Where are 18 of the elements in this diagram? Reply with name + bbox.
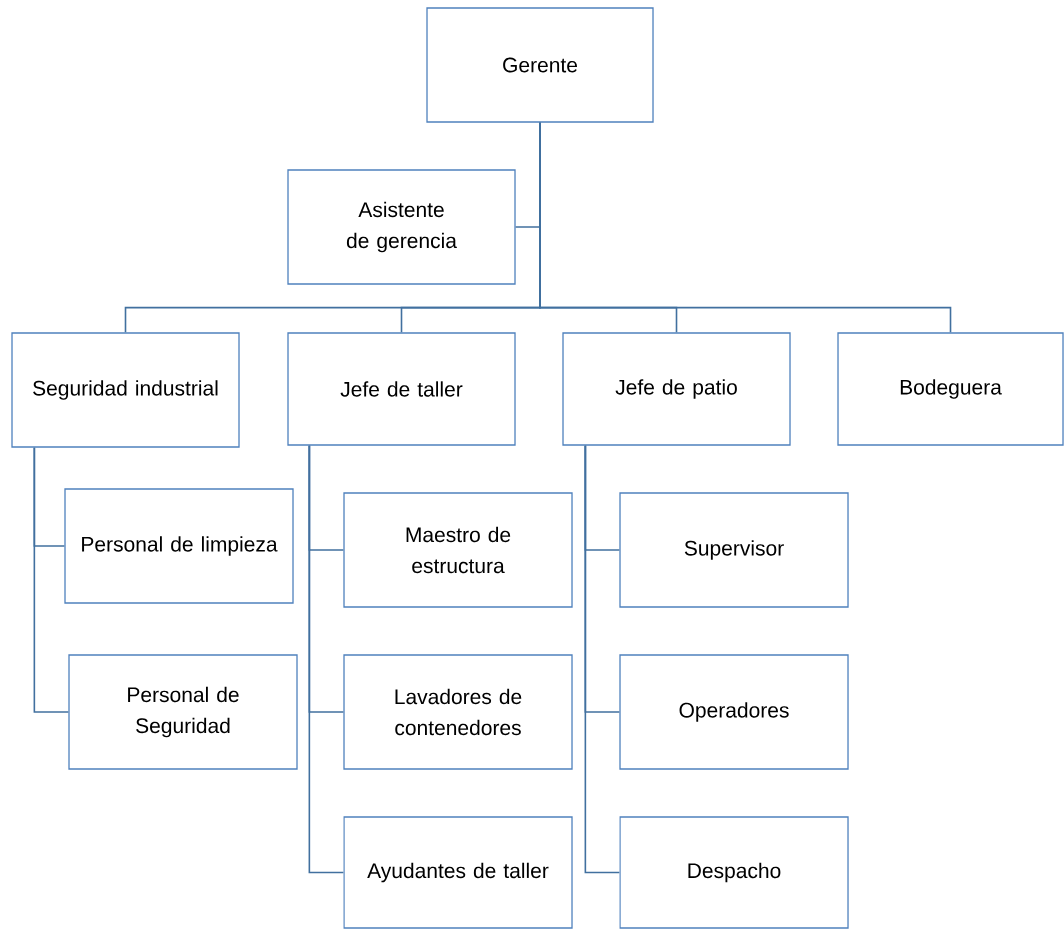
position-box: Seguridad industrial: [11, 332, 240, 448]
position-box: Personal de Seguridad: [68, 654, 298, 770]
connector-line: [539, 121, 952, 334]
connector-line: [308, 444, 345, 874]
position-box: Bodeguera: [837, 332, 1064, 446]
position-box: Despacho: [619, 816, 849, 929]
position-box: Gerente: [426, 7, 654, 123]
position-box: Lavadores de contenedores: [343, 654, 573, 770]
position-box: Ayudantes de taller: [343, 816, 573, 929]
position-box: Supervisor: [619, 492, 849, 608]
position-box: Operadores: [619, 654, 849, 770]
position-box: Personal de limpieza: [64, 488, 294, 604]
position-box: Asistente de gerencia: [287, 169, 516, 285]
position-box: Jefe de patio: [562, 332, 791, 446]
position-box: Maestro de estructura: [343, 492, 573, 608]
connector-line: [584, 444, 621, 874]
position-box: Jefe de taller: [287, 332, 516, 446]
connector-line: [33, 446, 70, 713]
